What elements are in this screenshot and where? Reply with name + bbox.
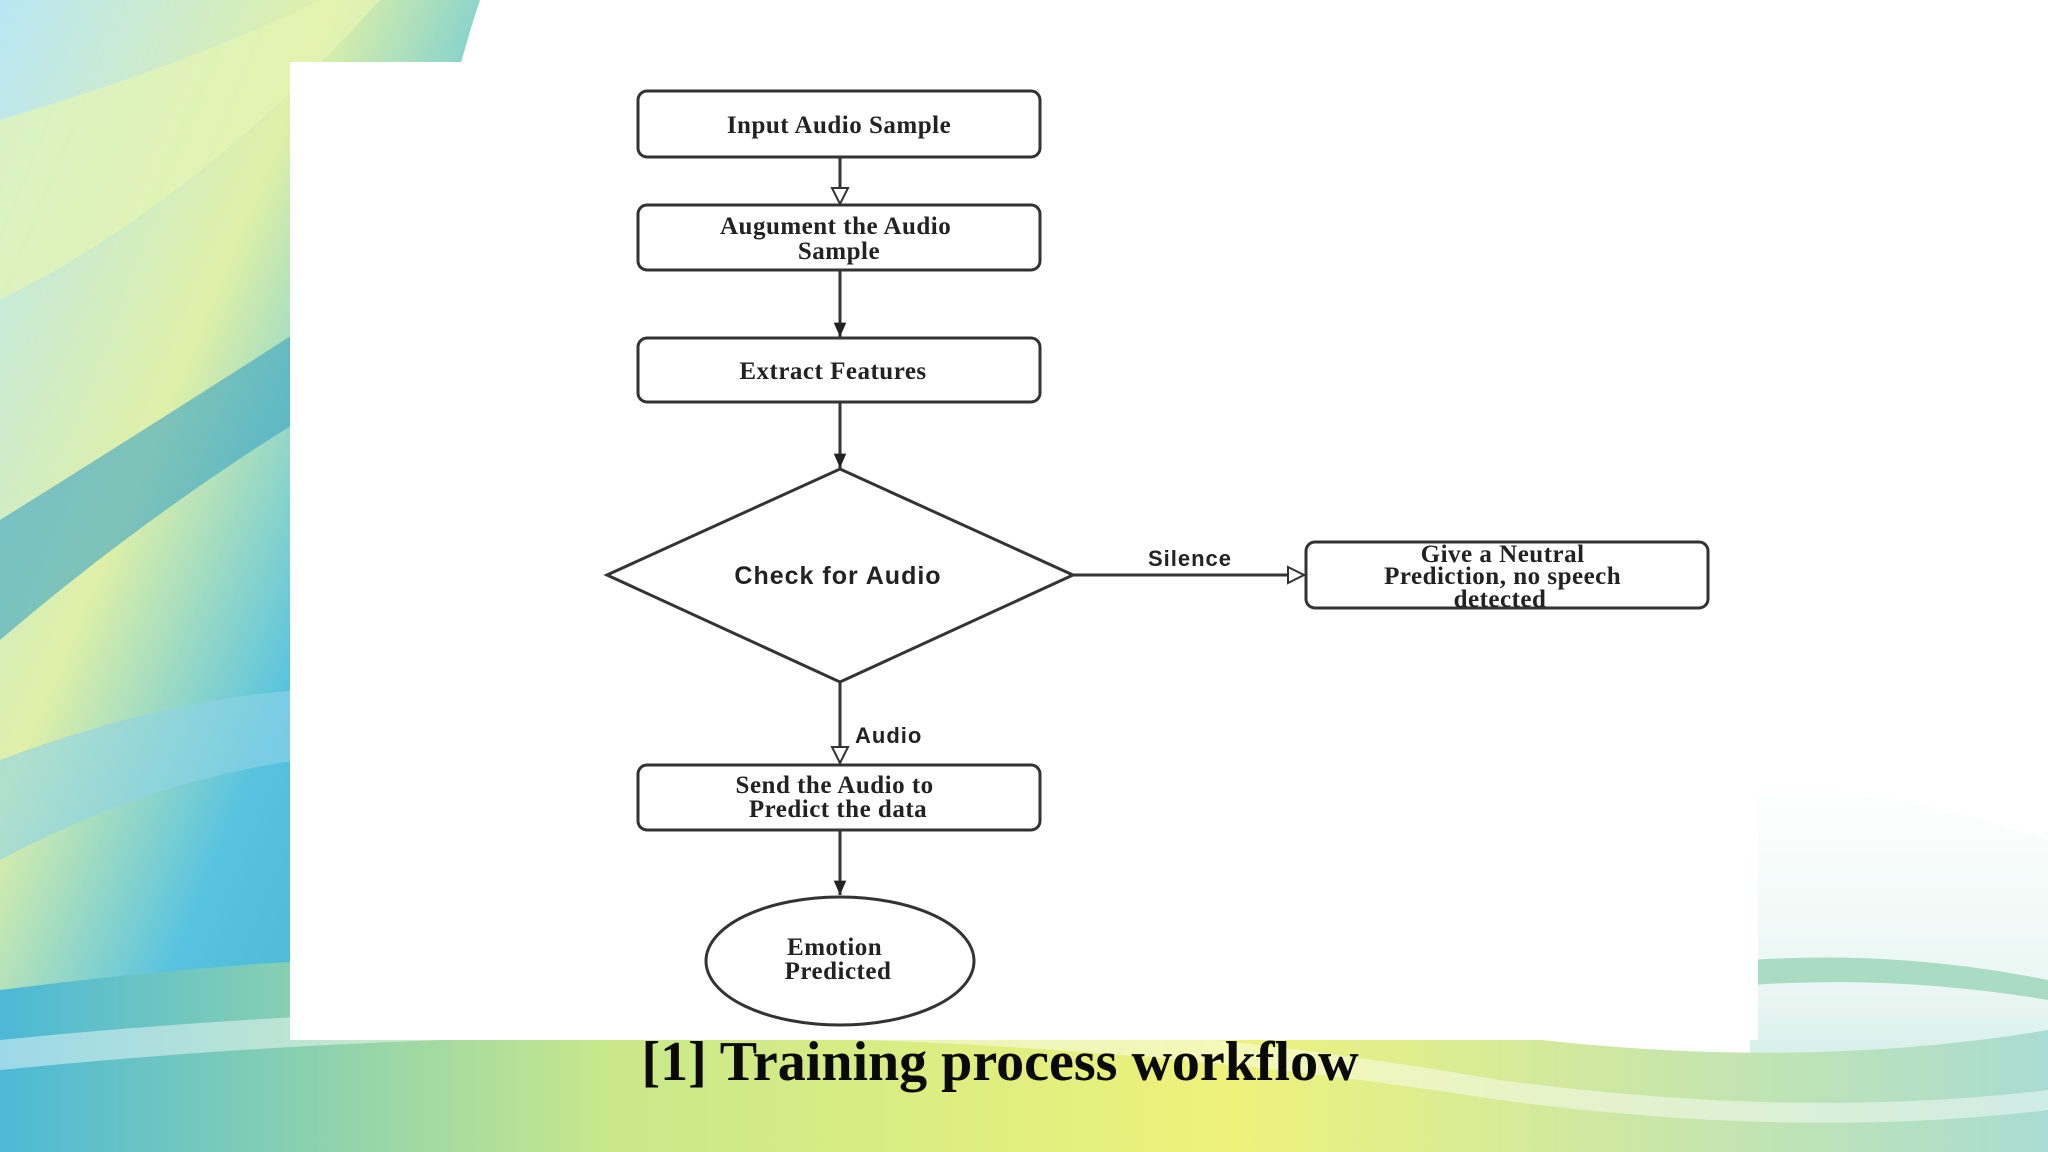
neutral-label: Give a Neutral Prediction, no speech det… bbox=[1384, 541, 1628, 613]
edge-label-audio: Audio bbox=[855, 723, 922, 748]
node-augment-audio-sample bbox=[636, 203, 1042, 272]
emotion-label: Emotion Predicted bbox=[785, 934, 892, 985]
node-check-for-audio bbox=[603, 467, 1077, 684]
node-neutral-prediction bbox=[1304, 540, 1710, 610]
input-label: Input Audio Sample bbox=[727, 112, 951, 139]
edge-label-silence: Silence bbox=[1148, 546, 1232, 571]
flowchart-figure: Input Audio Sample Augument the Audio Sa… bbox=[290, 62, 1758, 1040]
check-label: Check for Audio bbox=[734, 562, 941, 590]
node-input-audio-sample bbox=[636, 89, 1042, 159]
node-extract-features bbox=[636, 336, 1042, 404]
node-send-audio-to-predict bbox=[636, 763, 1042, 832]
flowchart-diagram: Input Audio Sample Augument the Audio Sa… bbox=[603, 89, 1710, 1027]
node-emotion-predicted bbox=[704, 895, 976, 1027]
send-label: Send the Audio to Predict the data bbox=[736, 772, 941, 823]
figure-caption: [1] Training process workflow bbox=[641, 1031, 1359, 1093]
extract-label: Extract Features bbox=[739, 358, 926, 385]
augment-label: Augument the Audio Sample bbox=[720, 213, 958, 265]
